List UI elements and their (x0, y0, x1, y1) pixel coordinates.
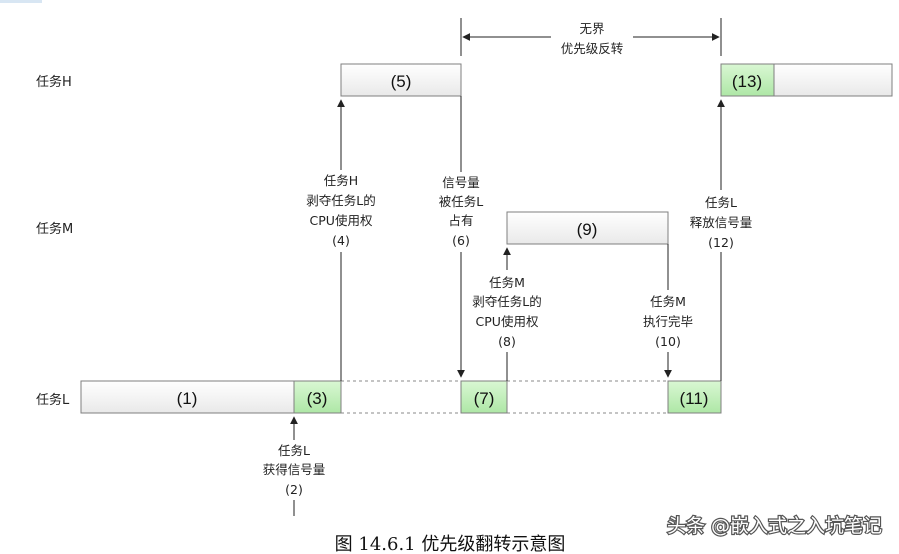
label-mask (463, 270, 551, 352)
step-2-line1: 任务L (278, 443, 310, 458)
step-10-line2: 执行完毕 (643, 314, 693, 329)
step-2-line3: (2) (285, 482, 303, 497)
step-12-line1: 任务L (705, 195, 737, 210)
figure-caption: 图 14.6.1 优先级翻转示意图 (335, 534, 566, 554)
box-5-label: (5) (391, 72, 412, 91)
step-10-line3: (10) (655, 334, 681, 349)
task-h-label: 任务H (36, 74, 72, 90)
label-mask (634, 290, 702, 352)
step-4-line2: 剥夺任务L的 (306, 193, 375, 208)
step-8-line1: 任务M (489, 275, 525, 290)
step-4-line1: 任务H (324, 173, 358, 188)
inversion-label-line2: 优先级反转 (561, 41, 624, 56)
box-11-label: (11) (680, 389, 709, 408)
step-6-line4: (6) (452, 233, 470, 248)
box-13 (720, 63, 775, 97)
step-8-line3: CPU使用权 (476, 314, 539, 329)
box-5 (340, 63, 462, 97)
label-mask (683, 190, 759, 252)
task-l-label: 任务L (36, 392, 70, 408)
step-6-line2: 被任务L (439, 194, 484, 209)
box-7-label: (7) (474, 389, 495, 408)
step-10-line1: 任务M (650, 294, 686, 309)
step-6-line1: 信号量 (442, 175, 480, 190)
box-9-label: (9) (577, 220, 598, 239)
label-mask (298, 170, 384, 252)
inversion-label-line1: 无界 (579, 21, 605, 36)
box-1 (80, 380, 295, 414)
box-11 (667, 380, 722, 414)
box-7 (460, 380, 508, 414)
step-8-line2: 剥夺任务L的 (472, 294, 541, 309)
step-4-line4: (4) (332, 233, 350, 248)
step-6-line3: 占有 (448, 213, 473, 228)
step-12-line2: 释放信号量 (690, 215, 753, 230)
watermark: 头条 @嵌入式之入坑笔记 (667, 515, 882, 537)
label-mask (428, 172, 494, 252)
box-9 (506, 211, 669, 245)
corner-tab (0, 0, 42, 3)
box-13-label: (13) (732, 72, 762, 91)
task-m-label: 任务M (36, 221, 73, 237)
step-12-line3: (12) (708, 235, 734, 250)
step-8-line4: (8) (498, 334, 516, 349)
box-3 (293, 380, 342, 414)
label-mask (266, 440, 324, 500)
step-4-line3: CPU使用权 (310, 213, 373, 228)
box-3-label: (3) (307, 389, 328, 408)
step-2-line2: 获得信号量 (263, 462, 326, 477)
box-1-label: (1) (177, 389, 198, 408)
box-13-tail (773, 63, 893, 97)
